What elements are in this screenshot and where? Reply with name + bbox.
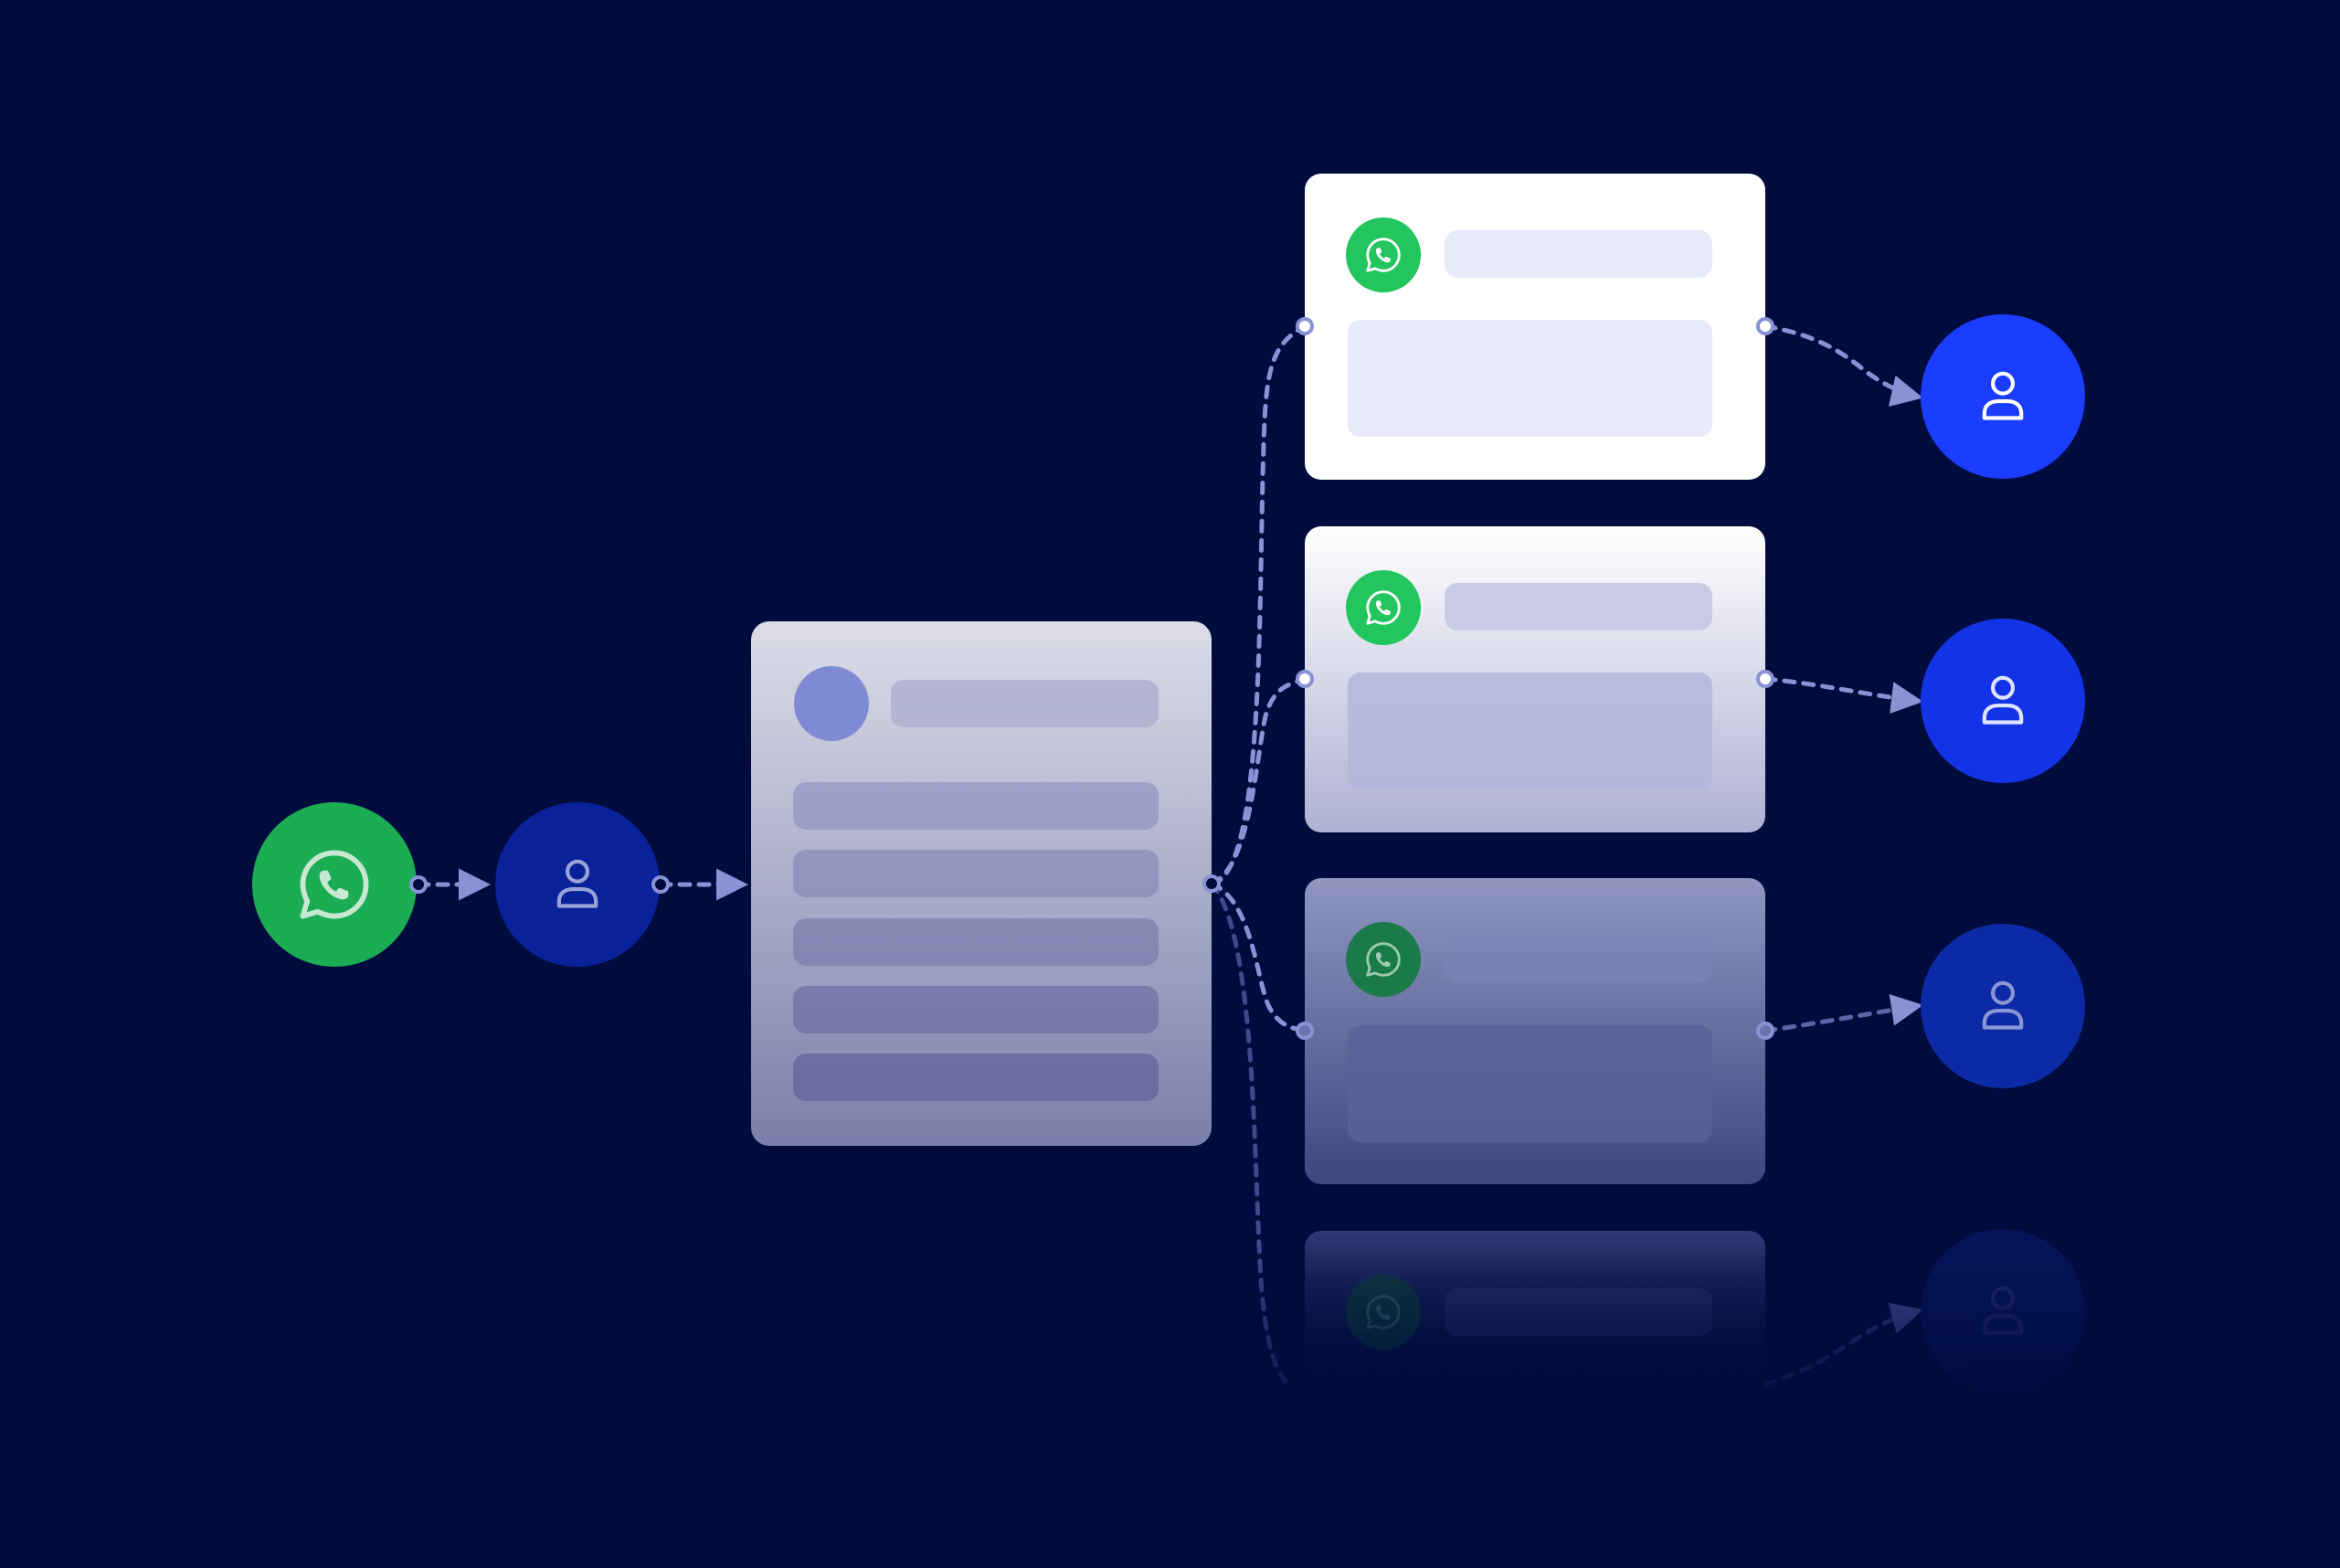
agent-user-node: [495, 802, 670, 967]
message-card-3: [1296, 878, 1774, 1184]
connector-port: [1296, 317, 1314, 335]
message-card-1: [1296, 174, 1774, 480]
connector-port: [1756, 317, 1774, 335]
skeleton-body: [1348, 320, 1712, 437]
connector-port: [409, 875, 428, 894]
connector-port: [651, 875, 670, 894]
skeleton-body: [1348, 1025, 1712, 1142]
skeleton-row: [793, 850, 1159, 897]
edge-list-card1: [1209, 323, 1308, 886]
skeleton-title: [891, 680, 1159, 727]
list-card: [751, 621, 1221, 1146]
connector-port: [1296, 1022, 1314, 1040]
skeleton-row: [793, 918, 1159, 966]
skeleton-title: [1445, 583, 1712, 630]
connector-port: [1756, 1022, 1774, 1040]
recipient-2: [1921, 619, 2085, 783]
edge-card2-recipient2: [1763, 676, 1923, 715]
edge-list-card3: [1209, 881, 1308, 1033]
connector-port: [1202, 874, 1221, 893]
message-card-2: [1296, 526, 1774, 832]
skeleton-row: [793, 782, 1159, 830]
recipient-1: [1921, 314, 2085, 479]
connector-port: [1296, 670, 1314, 688]
source-whatsapp-node: [252, 802, 428, 967]
skeleton-body: [1348, 673, 1712, 789]
edge-card1-recipient1: [1763, 323, 1923, 408]
skeleton-row: [793, 986, 1159, 1033]
edge-list-card2: [1209, 676, 1308, 886]
connector-port: [1756, 670, 1774, 688]
skeleton-title: [1445, 936, 1712, 983]
skeleton-title: [1445, 230, 1712, 278]
avatar: [794, 666, 869, 741]
skeleton-row: [793, 1054, 1159, 1101]
bottom-fade: [0, 1243, 2340, 1568]
edge-card3-recipient3: [1763, 994, 1923, 1033]
recipient-3: [1921, 924, 2085, 1088]
